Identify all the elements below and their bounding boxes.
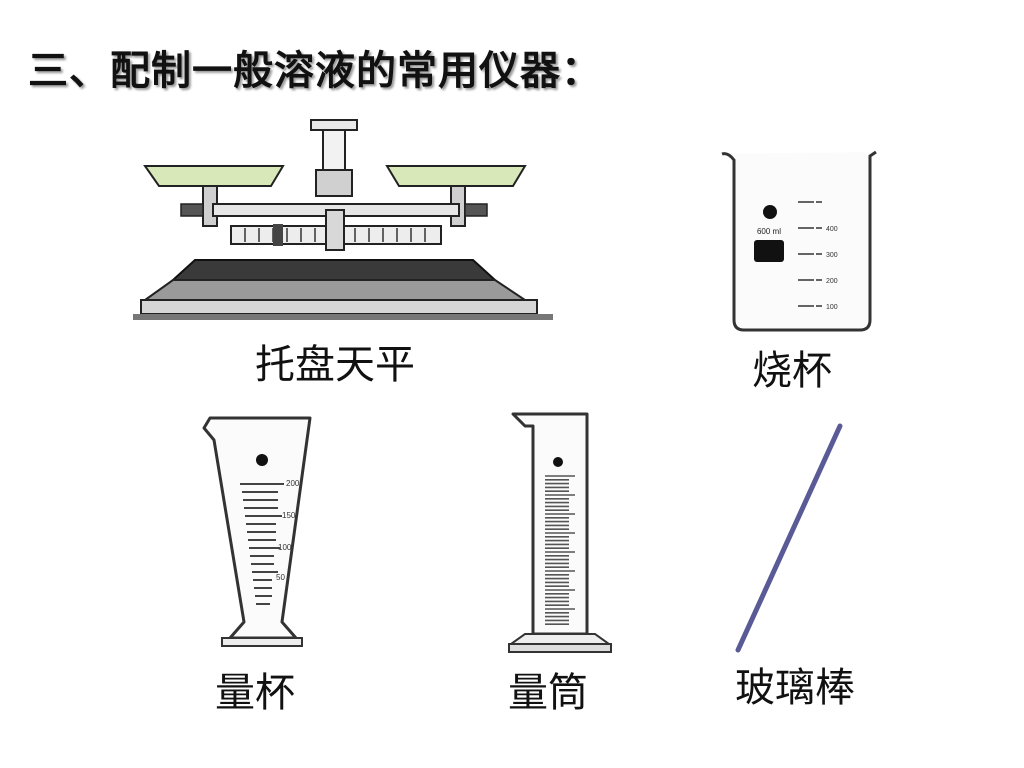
beaker-scale-200: 200 xyxy=(826,278,838,285)
beaker-illustration: 600 ml 400 300 200 100 xyxy=(721,150,877,332)
beaker-capacity-text: 600 ml xyxy=(757,227,781,236)
cup-scale-150: 150 xyxy=(282,511,296,520)
beaker-label: 烧杯 xyxy=(752,348,832,394)
balance-label: 托盘天平 xyxy=(255,342,415,388)
measuring-cup-illustration: 200 150 100 50 xyxy=(202,416,312,647)
graduated-cylinder-label: 量筒 xyxy=(508,670,588,716)
cup-scale-100: 100 xyxy=(278,543,292,552)
slide-title: 三、配制一般溶液的常用仪器： xyxy=(28,47,602,94)
graduated-cylinder-illustration xyxy=(507,412,613,653)
beaker-scale-400: 400 xyxy=(826,226,838,233)
cup-scale-50: 50 xyxy=(276,573,285,582)
beaker-scale-100: 100 xyxy=(826,304,838,311)
glass-rod-illustration xyxy=(735,423,843,653)
tray-balance-illustration xyxy=(133,92,553,332)
beaker-scale-300: 300 xyxy=(826,252,838,259)
cup-scale-200: 200 xyxy=(286,479,300,488)
glass-rod-label: 玻璃棒 xyxy=(735,665,855,711)
measuring-cup-label: 量杯 xyxy=(215,670,295,716)
